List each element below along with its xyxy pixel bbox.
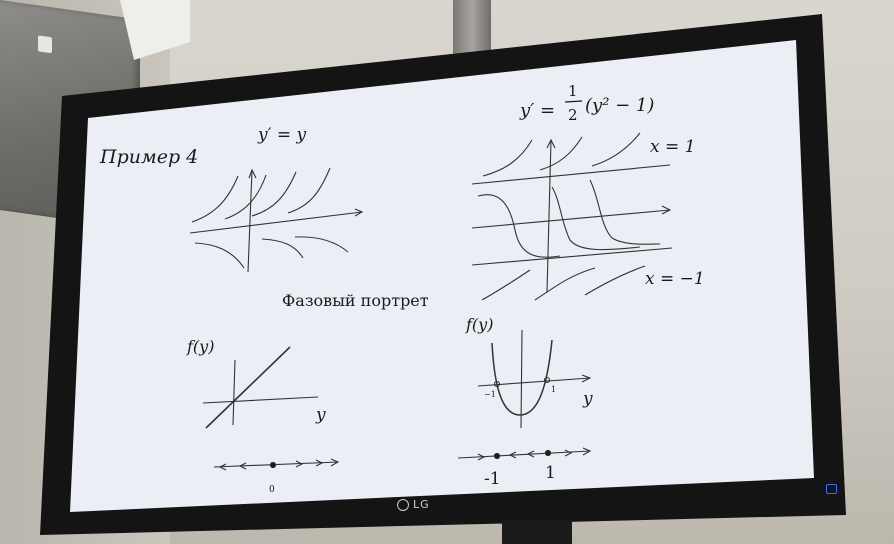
phase-arrow bbox=[295, 460, 304, 468]
right-y-label: y bbox=[582, 389, 593, 409]
left-solution-curves bbox=[189, 167, 364, 273]
label-x-equals-neg1: x = −1 bbox=[645, 269, 705, 289]
phase-arrow bbox=[238, 462, 247, 470]
monitor-brand: LG bbox=[413, 498, 430, 511]
phase-line bbox=[457, 450, 591, 459]
left-x-arrow bbox=[354, 208, 364, 217]
phase-portrait-heading: Фазовый портрет bbox=[282, 291, 429, 310]
phase-arrow bbox=[582, 447, 592, 456]
phase-arrow bbox=[526, 450, 535, 458]
fraction-bar bbox=[564, 100, 583, 103]
right-y-axis bbox=[546, 139, 552, 293]
curve bbox=[551, 186, 641, 251]
equilibrium-point-neg1 bbox=[493, 452, 501, 460]
curve bbox=[477, 194, 561, 258]
monitor-logo: LG bbox=[397, 498, 430, 511]
left-fy-x-axis bbox=[202, 396, 319, 404]
curve bbox=[194, 242, 245, 269]
asymptote-y1 bbox=[471, 164, 671, 185]
equilibrium-point-1 bbox=[544, 449, 552, 457]
left-fy-plot bbox=[202, 346, 319, 429]
equilibrium-point bbox=[269, 461, 277, 469]
left-x-axis bbox=[189, 211, 363, 234]
right-x-axis bbox=[471, 209, 671, 229]
mount-pole bbox=[453, 0, 491, 58]
equation-right-suffix: (y² − 1) bbox=[585, 95, 654, 116]
left-fy-line bbox=[205, 346, 291, 429]
right-phase-line bbox=[457, 447, 592, 461]
right-fy-parabola bbox=[491, 339, 553, 416]
curve bbox=[539, 136, 583, 171]
left-y-arrow bbox=[248, 168, 257, 179]
phase-arrow bbox=[508, 451, 517, 459]
left-phase-zero: 0 bbox=[269, 485, 275, 495]
curve bbox=[251, 171, 297, 217]
root-1 bbox=[543, 376, 551, 384]
slide-title: Пример 4 bbox=[99, 146, 198, 168]
power-led-icon bbox=[826, 484, 837, 494]
left-y-label: y bbox=[315, 405, 326, 425]
curve bbox=[191, 175, 239, 223]
phase-arrow bbox=[218, 463, 227, 471]
curve bbox=[224, 174, 267, 220]
right-x-arrow bbox=[661, 205, 672, 215]
equation-right-prefix: y′ = bbox=[519, 100, 555, 121]
right-fy-x-arrow bbox=[581, 374, 592, 383]
lg-logo-icon bbox=[397, 498, 409, 511]
curve bbox=[482, 139, 533, 177]
asymptote-y-neg1 bbox=[471, 247, 673, 266]
equation-right-denominator: 2 bbox=[568, 106, 578, 124]
curve bbox=[591, 132, 641, 167]
right-fy-label: f(y) bbox=[465, 315, 493, 334]
left-y-axis bbox=[247, 169, 253, 273]
curve bbox=[481, 269, 531, 301]
phase-arrow bbox=[315, 459, 324, 467]
left-phase-line bbox=[213, 458, 340, 471]
left-fy-y-axis bbox=[232, 359, 236, 426]
right-y-arrow bbox=[546, 138, 556, 149]
right-fy-y-axis bbox=[520, 329, 523, 429]
curve bbox=[584, 265, 646, 296]
phase-arrow bbox=[330, 458, 340, 467]
tick-neg1: −1 bbox=[484, 390, 496, 399]
curve bbox=[287, 167, 331, 214]
monitor-stand bbox=[502, 520, 572, 544]
right-fy-plot bbox=[477, 329, 592, 429]
slide-content: Пример 4 y′ = y y′ = 1 2 (y² − 1) bbox=[99, 82, 705, 495]
phase-arrow bbox=[477, 453, 486, 461]
tick-1: 1 bbox=[551, 385, 556, 394]
right-phase-neg1: -1 bbox=[484, 469, 501, 489]
curve bbox=[294, 236, 349, 253]
curve bbox=[261, 238, 304, 259]
equation-right-numerator: 1 bbox=[568, 82, 578, 100]
left-fy-label: f(y) bbox=[186, 337, 214, 356]
curve bbox=[534, 267, 596, 301]
root-neg1 bbox=[493, 380, 501, 388]
right-phase-1: 1 bbox=[545, 463, 556, 483]
equation-left: y′ = y bbox=[257, 125, 307, 145]
phase-arrow bbox=[564, 449, 573, 457]
screen bbox=[70, 40, 814, 512]
curve bbox=[589, 179, 661, 245]
label-x-equals-1: x = 1 bbox=[650, 137, 695, 157]
right-solution-curves bbox=[471, 132, 673, 301]
